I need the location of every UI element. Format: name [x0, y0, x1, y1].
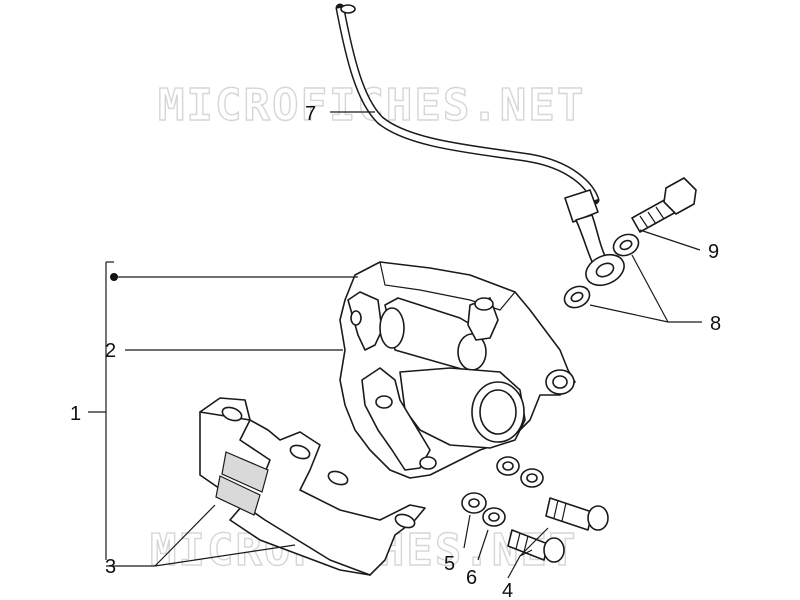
banjo-bolt — [631, 177, 697, 233]
caliper-bolts — [507, 497, 609, 563]
callout-5: 5 — [444, 553, 455, 575]
copper-washer-lower — [563, 285, 591, 309]
callout-8: 8 — [710, 313, 721, 335]
copper-washer-upper — [612, 233, 640, 257]
leader-lines — [88, 111, 702, 579]
callout-6: 6 — [466, 567, 477, 589]
callout-4: 4 — [502, 580, 513, 600]
callout-9: 9 — [708, 241, 719, 263]
brake-pad-bracket — [199, 397, 426, 576]
callout-3: 3 — [105, 556, 116, 578]
callout-2: 2 — [105, 340, 116, 362]
banjo-fitting — [585, 253, 625, 287]
brake-hose — [335, 3, 609, 269]
callout-1: 1 — [70, 403, 81, 425]
caliper-washers — [461, 456, 544, 527]
callout-7: 7 — [305, 103, 316, 125]
brake-caliper — [339, 261, 576, 479]
